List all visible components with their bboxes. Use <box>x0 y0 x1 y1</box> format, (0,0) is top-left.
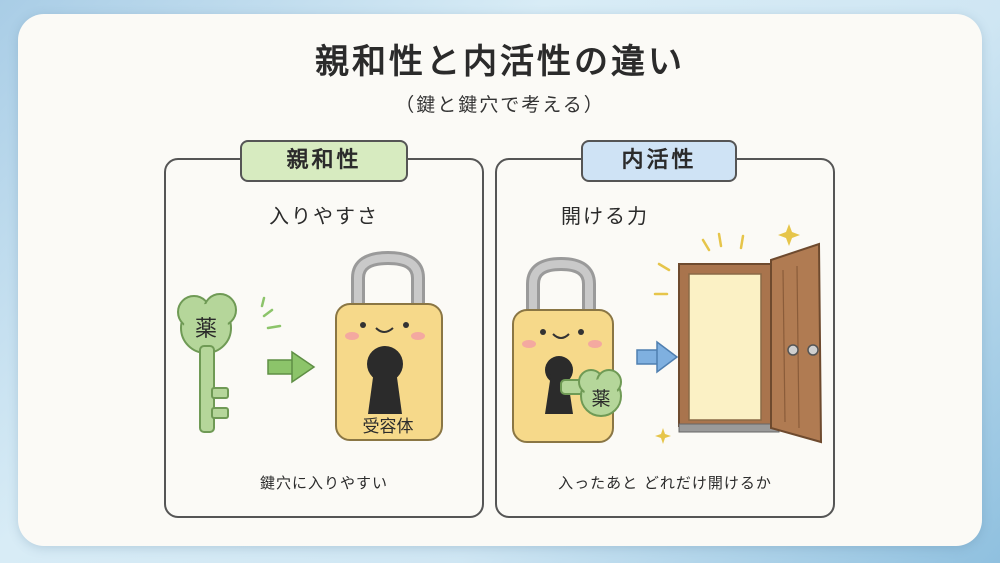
arrow-right-icon <box>636 340 679 374</box>
intrinsic-activity-panel: 内活性 開ける力 入ったあと どれだけ開けるか 薬 <box>495 140 835 518</box>
key-label: 薬 <box>195 317 217 342</box>
affinity-heading: 入りやすさ <box>269 204 379 228</box>
key-icon: 薬 <box>177 293 237 433</box>
affinity-panel: 親和性 入りやすさ 鍵穴に入りやすい 薬 <box>164 140 484 518</box>
star-sparkle-icon <box>655 224 800 444</box>
open-door-icon <box>678 242 823 444</box>
inserted-key-label: 薬 <box>591 388 610 410</box>
intrinsic-activity-heading: 開ける力 <box>561 204 649 228</box>
lock-label: 受容体 <box>363 417 414 437</box>
page-title: 親和性と内活性の違い <box>315 42 685 82</box>
unlocking-padlock-icon: 薬 <box>512 256 622 443</box>
intrinsic-activity-illustration: 薬 <box>512 224 823 444</box>
glow-lines-icon <box>653 232 745 296</box>
padlock-icon: 受容体 <box>335 250 443 441</box>
sparkle-icon <box>260 296 282 330</box>
intrinsic-activity-tag: 内活性 <box>581 140 737 182</box>
intrinsic-activity-caption: 入ったあと どれだけ開けるか <box>558 474 772 492</box>
affinity-caption: 鍵穴に入りやすい <box>259 474 388 492</box>
affinity-illustration: 薬 受容体 <box>177 250 443 441</box>
affinity-tag: 親和性 <box>240 140 408 182</box>
page-subtitle: （鍵と鍵穴で考える） <box>395 94 605 116</box>
arrow-right-icon <box>267 350 316 384</box>
